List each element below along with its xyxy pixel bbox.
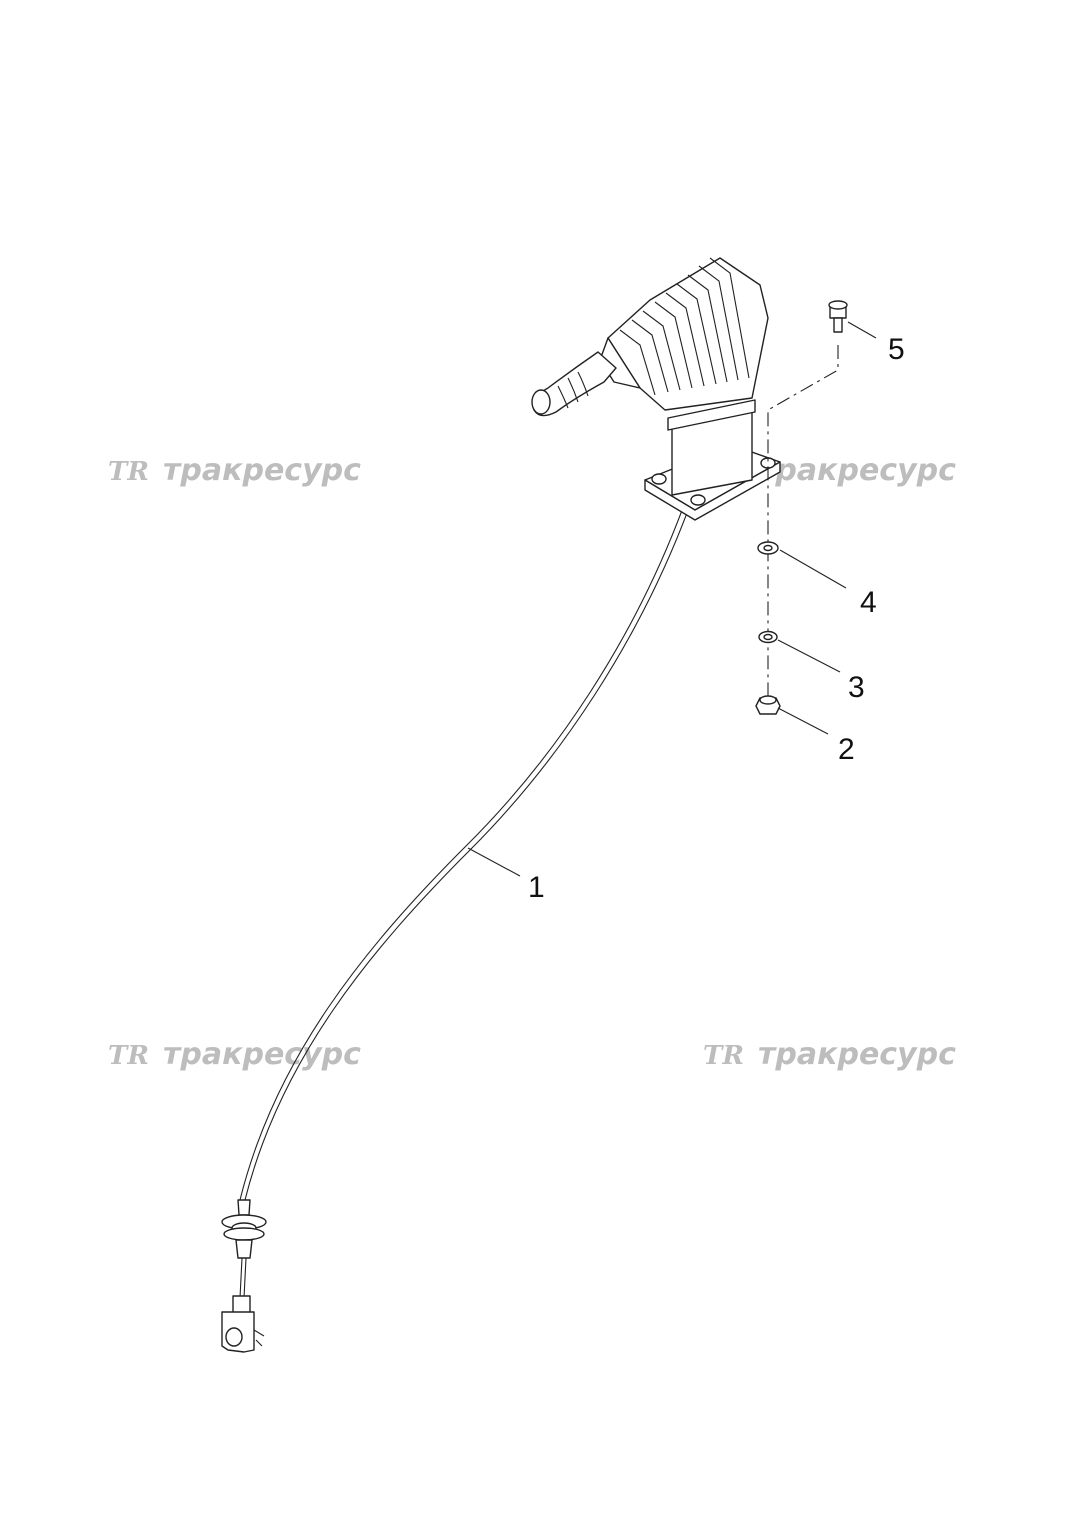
leader-1	[467, 847, 521, 877]
leader-2	[777, 707, 829, 735]
flat-washer-part-4	[757, 541, 779, 555]
callout-3: 3	[848, 671, 865, 704]
watermark-bottom-left: TR тракресурс	[108, 1037, 361, 1072]
nut-part-2	[755, 695, 781, 715]
lever-assembly	[531, 257, 781, 521]
watermark-text: тракресурс	[758, 453, 956, 488]
leader-4	[779, 549, 847, 589]
leader-3	[777, 639, 841, 673]
leader-5	[847, 321, 877, 339]
callout-2: 2	[838, 733, 855, 766]
lock-washer-part-3	[758, 630, 778, 644]
watermark-bottom-right: TR тракресурс	[703, 1037, 956, 1072]
callout-1: 1	[528, 871, 545, 904]
watermark-logo: TR	[108, 1041, 149, 1071]
callout-4: 4	[860, 586, 877, 619]
watermark-logo: TR	[703, 1041, 744, 1071]
control-cable	[221, 504, 691, 1353]
assembly-centerline	[767, 345, 839, 700]
watermark-text: тракресурс	[163, 1037, 361, 1072]
callout-5: 5	[888, 333, 905, 366]
watermark-logo: TR	[108, 457, 149, 487]
watermark-text: тракресурс	[758, 1037, 956, 1072]
bolt-part-5	[828, 300, 848, 333]
watermark-top-left: TR тракресурс	[108, 453, 361, 488]
watermark-text: тракресурс	[163, 453, 361, 488]
